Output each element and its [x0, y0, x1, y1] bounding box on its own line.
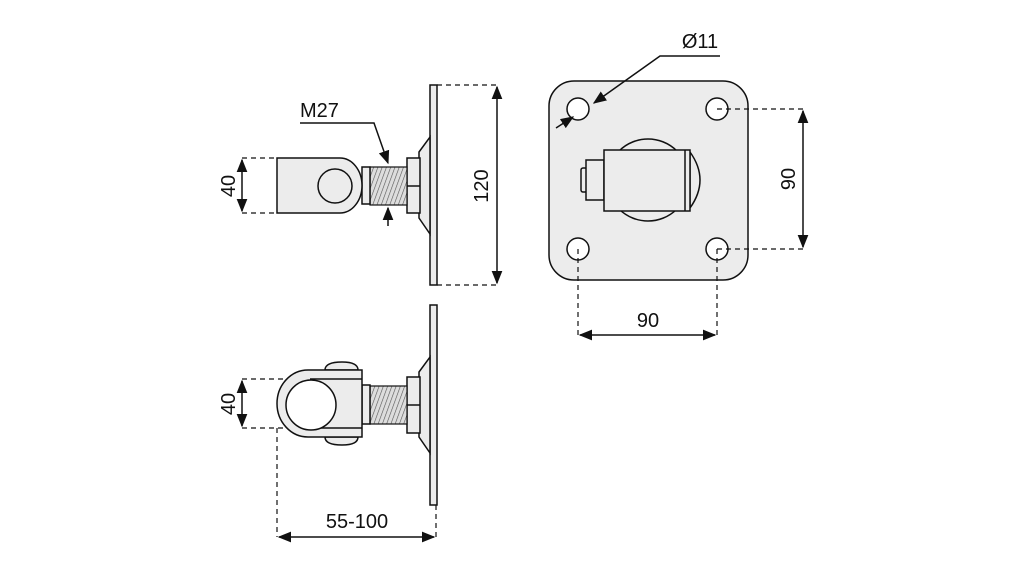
hinge-tab-bottom — [324, 436, 359, 446]
side-view-bottom: 40 55-100 — [218, 304, 438, 543]
thread-label: M27 — [300, 100, 339, 122]
mounting-hole — [566, 97, 590, 121]
mounting-plate-side — [429, 84, 438, 286]
collar — [361, 166, 371, 205]
mounting-plate-side — [429, 304, 438, 506]
threaded-rod — [369, 166, 408, 206]
dimension-hole-spacing-vertical: 90 — [778, 168, 800, 190]
side-view-top: 40 120 M27 — [218, 84, 503, 286]
front-view: 90 90 Ø11 — [548, 31, 809, 341]
eye-front — [603, 149, 691, 212]
nut-front — [585, 159, 605, 201]
eye-hole — [317, 168, 353, 204]
threaded-rod — [369, 385, 408, 425]
dimension-plate-height: 120 — [471, 169, 493, 202]
eye-hole — [285, 379, 337, 431]
dimension-hole-diameter: Ø11 — [682, 31, 718, 53]
collar — [361, 384, 371, 425]
hinge-tab-top — [324, 361, 359, 371]
dimension-adjust-range: 55-100 — [326, 511, 388, 533]
dimension-hole-spacing-horizontal: 90 — [637, 310, 659, 332]
dimension-eye-height-top: 40 — [218, 175, 240, 197]
dimension-eye-height-bottom: 40 — [218, 393, 240, 415]
